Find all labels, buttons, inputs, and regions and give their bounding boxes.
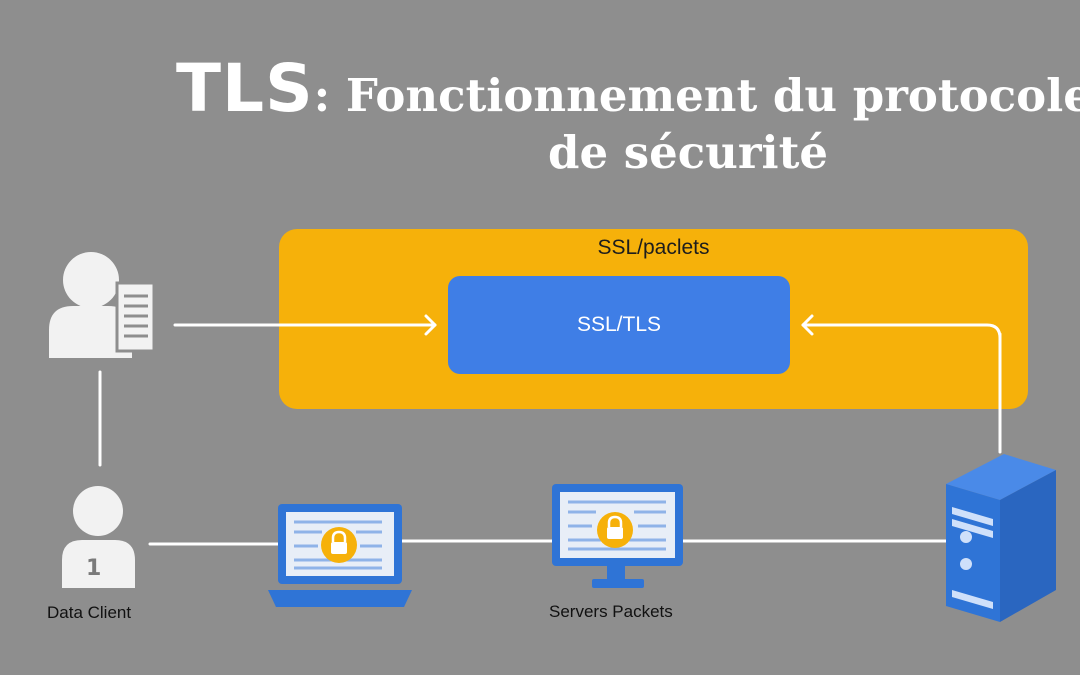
servers-packets-label: Servers Packets <box>549 602 673 621</box>
laptop-icon <box>268 504 412 607</box>
arrowhead-right <box>424 314 437 336</box>
page-title: TLS: Fonctionnement du protocole <box>176 50 1080 127</box>
arrowhead-left <box>801 314 814 336</box>
connectors <box>98 314 1002 546</box>
title-tls: TLS <box>176 50 314 127</box>
data-client-label: Data Client <box>47 603 132 622</box>
user-document-icon <box>49 252 156 358</box>
server-icon <box>946 454 1056 622</box>
data-client-icon <box>62 486 135 588</box>
server-to-tls-arrow <box>801 323 1002 452</box>
ssl-packets-label: SSL/paclets <box>597 236 710 259</box>
title-rest: : Fonctionnement du protocole <box>313 69 1080 122</box>
monitor-icon <box>552 484 683 588</box>
page-title-line2: de sécurité <box>548 126 829 179</box>
client-number: 1 <box>86 556 102 581</box>
ssl-tls-box: SSL/TLS <box>448 276 790 374</box>
ssl-tls-label: SSL/TLS <box>576 313 662 336</box>
